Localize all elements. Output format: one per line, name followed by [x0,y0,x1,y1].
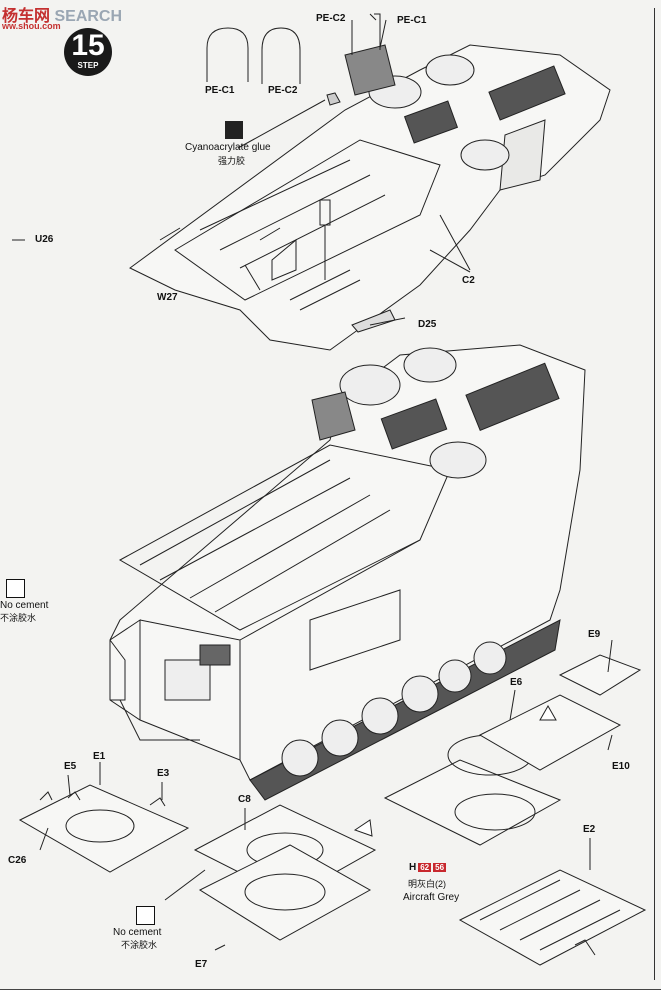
label-c2: C2 [462,275,475,286]
no-cement-icon [136,906,155,925]
paint-name-en: Aircraft Grey [403,892,460,903]
main-hull [109,344,586,801]
hatch-e2-assembly [458,869,647,966]
glue-label-en: Cyanoacrylate glue [185,142,271,153]
no-cement-left-en: No cement [0,600,49,611]
label-e6: E6 [510,677,523,688]
label-e5: E5 [64,761,77,772]
hatch-e7 [198,844,372,941]
glue-label-cn: 强力胶 [218,156,246,166]
upper-hull-top [129,13,611,351]
pe-c2-detail-shape [261,27,301,84]
paint-letter: H [409,862,417,873]
watermark-en-text: SEARCH [54,8,123,25]
no-cement-bottom-en: No cement [113,927,162,938]
no-cement-left-cn: 不涂胶水 [0,613,37,623]
label-pe-c2-detail: PE-C2 [268,85,298,96]
paint-code-2: 56 [433,863,447,872]
label-e2: E2 [583,824,596,835]
step-number: 15 [71,29,105,62]
watermark-logo: 杨车网 SEARCH [2,2,122,26]
label-e9: E9 [588,629,601,640]
watermark-url: ww.shou.com [2,21,61,31]
hatch-e6-assembly [383,759,562,846]
hatch-e1 [18,784,190,873]
paint-name-cn: 明灰白(2) [408,879,446,889]
label-d25: D25 [418,319,437,330]
part-e9 [558,654,642,696]
label-e10: E10 [612,761,630,772]
no-cement-icon [6,579,25,598]
label-c26: C26 [8,855,27,866]
label-w27: W27 [157,292,178,303]
glue-bottle-icon [225,121,243,139]
label-e7: E7 [195,959,208,970]
label-c8: C8 [238,794,251,805]
page-edge-line [654,8,655,980]
label-pe-c1-top: PE-C1 [397,15,427,26]
step-word: STEP [77,61,99,70]
no-cement-bottom-cn: 不涂胶水 [121,940,158,950]
label-e3: E3 [157,768,170,779]
label-e1: E1 [93,751,106,762]
paint-code-1: 62 [418,863,432,872]
pe-c1-detail-shape [206,27,249,82]
watermark-cn-text: 杨车网 [2,8,51,25]
label-pe-c2-top: PE-C2 [316,13,346,24]
label-pe-c1-detail: PE-C1 [205,85,235,96]
step-badge: 15 STEP [64,28,112,76]
label-u26: U26 [35,234,54,245]
